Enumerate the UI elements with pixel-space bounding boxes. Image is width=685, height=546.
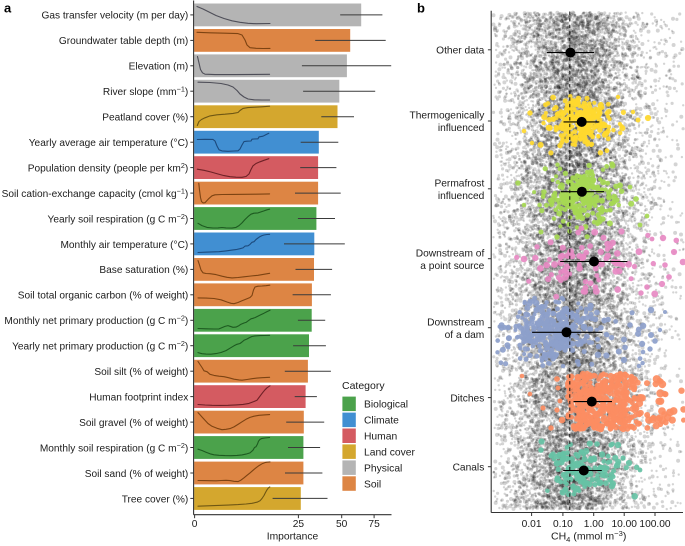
svg-text:Monthly soil respiration (g C: Monthly soil respiration (g C m−2​) — [40, 441, 188, 454]
svg-text:Soil cation-exchange capacity: Soil cation-exchange capacity (cmol kg−1… — [2, 186, 189, 199]
svg-text:Groundwater table depth (m): Groundwater table depth (m) — [59, 36, 188, 47]
svg-text:a point source: a point source — [420, 261, 484, 272]
svg-text:of a dam: of a dam — [445, 330, 485, 341]
svg-text:Human: Human — [364, 432, 397, 443]
svg-text:Downstream of: Downstream of — [416, 248, 485, 259]
svg-text:Human footprint index: Human footprint index — [89, 392, 188, 403]
svg-text:Population density (people per: Population density (people per km2​) — [28, 161, 189, 174]
svg-text:Gas transfer velocity (m per d: Gas transfer velocity (m per day) — [41, 11, 188, 22]
svg-text:0.01: 0.01 — [522, 519, 542, 530]
svg-text:Ditches: Ditches — [450, 393, 484, 404]
svg-text:influenced: influenced — [438, 123, 485, 134]
svg-text:Thermogenically: Thermogenically — [410, 111, 486, 122]
svg-text:Yearly soil respiration (g C m: Yearly soil respiration (g C m−2​) — [48, 212, 189, 225]
svg-text:CH4​ (mmol m−3​): CH4​ (mmol m−3​) — [551, 529, 626, 544]
svg-text:Soil sand (% of weight): Soil sand (% of weight) — [85, 469, 189, 480]
svg-text:Elevation (m): Elevation (m) — [129, 62, 189, 73]
svg-text:0.10: 0.10 — [553, 519, 573, 530]
svg-text:Yearly average air temperature: Yearly average air temperature (°C) — [29, 138, 189, 149]
svg-text:Soil: Soil — [364, 479, 381, 490]
svg-text:Yearly net primary production: Yearly net primary production (g C m−2​) — [12, 339, 188, 352]
svg-text:75: 75 — [368, 519, 380, 530]
svg-text:Base saturation (%): Base saturation (%) — [99, 265, 188, 276]
svg-text:Monthly net primary production: Monthly net primary production (g C m−2​… — [4, 314, 188, 327]
svg-text:10.00: 10.00 — [611, 519, 637, 530]
svg-text:Soil total organic carbon (% o: Soil total organic carbon (% of weight) — [18, 291, 189, 302]
svg-text:Tree cover (%): Tree cover (%) — [122, 494, 189, 505]
svg-text:Physical: Physical — [364, 463, 402, 474]
svg-text:25: 25 — [293, 519, 305, 530]
svg-text:Soil silt (% of weight): Soil silt (% of weight) — [94, 367, 188, 378]
svg-text:River slope (mm−1​): River slope (mm−1​) — [103, 85, 188, 98]
svg-text:Peatland cover (%): Peatland cover (%) — [102, 113, 188, 124]
svg-text:Other data: Other data — [436, 46, 484, 57]
svg-text:Soil gravel (% of weight): Soil gravel (% of weight) — [79, 418, 188, 429]
svg-text:1.00: 1.00 — [584, 519, 604, 530]
svg-text:influenced: influenced — [438, 191, 485, 202]
svg-text:Monthly air temperature (°C): Monthly air temperature (°C) — [60, 240, 188, 251]
svg-text:Importance: Importance — [267, 532, 319, 543]
svg-text:0: 0 — [192, 519, 198, 530]
svg-text:Climate: Climate — [364, 416, 399, 427]
svg-text:b: b — [417, 1, 425, 16]
svg-text:a: a — [4, 1, 12, 16]
svg-text:100.00: 100.00 — [639, 519, 670, 530]
svg-text:Category: Category — [342, 380, 385, 392]
svg-text:Land cover: Land cover — [364, 448, 416, 459]
svg-text:Downstream: Downstream — [427, 317, 484, 328]
svg-text:Permafrost: Permafrost — [434, 178, 484, 189]
svg-text:Biological: Biological — [364, 400, 408, 411]
svg-text:50: 50 — [336, 519, 348, 530]
svg-text:Canals: Canals — [453, 463, 485, 474]
